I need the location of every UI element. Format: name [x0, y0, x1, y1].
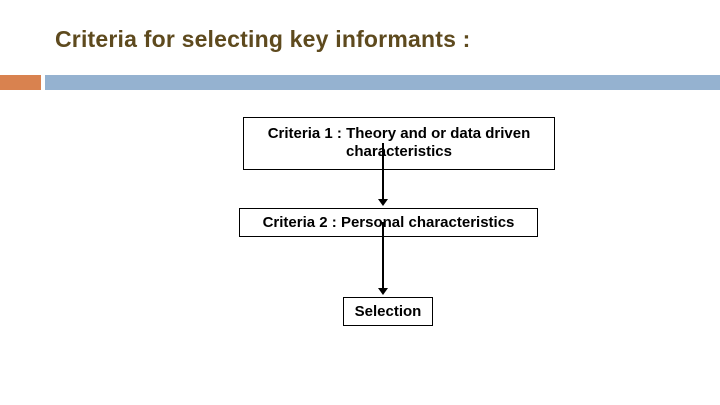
flowchart-box-selection: Selection: [343, 297, 433, 326]
flowchart-box-selection-line-1: Selection: [354, 303, 422, 320]
accent-bar-blue: [45, 75, 720, 90]
arrowhead-down-icon: [378, 288, 388, 295]
flowchart-box-criteria-1: Criteria 1 : Theory and or data driven c…: [243, 117, 555, 170]
arrowhead-down-icon: [378, 199, 388, 206]
flowchart-box-criteria-1-line-2: characteristics: [346, 143, 452, 160]
flowchart-box-criteria-2: Criteria 2 : Personal characteristics: [239, 208, 538, 237]
accent-bar-orange: [0, 75, 41, 90]
arrow-criteria-2-to-selection: [378, 222, 388, 295]
slide-title: Criteria for selecting key informants :: [55, 26, 471, 52]
flowchart-box-criteria-2-line-1: Criteria 2 : Personal characteristics: [262, 214, 515, 231]
arrow-shaft: [382, 143, 384, 199]
flowchart-box-criteria-1-line-1: Criteria 1 : Theory and or data driven: [267, 125, 531, 142]
arrow-shaft: [382, 222, 384, 288]
arrow-criteria-1-to-criteria-2: [378, 143, 388, 206]
